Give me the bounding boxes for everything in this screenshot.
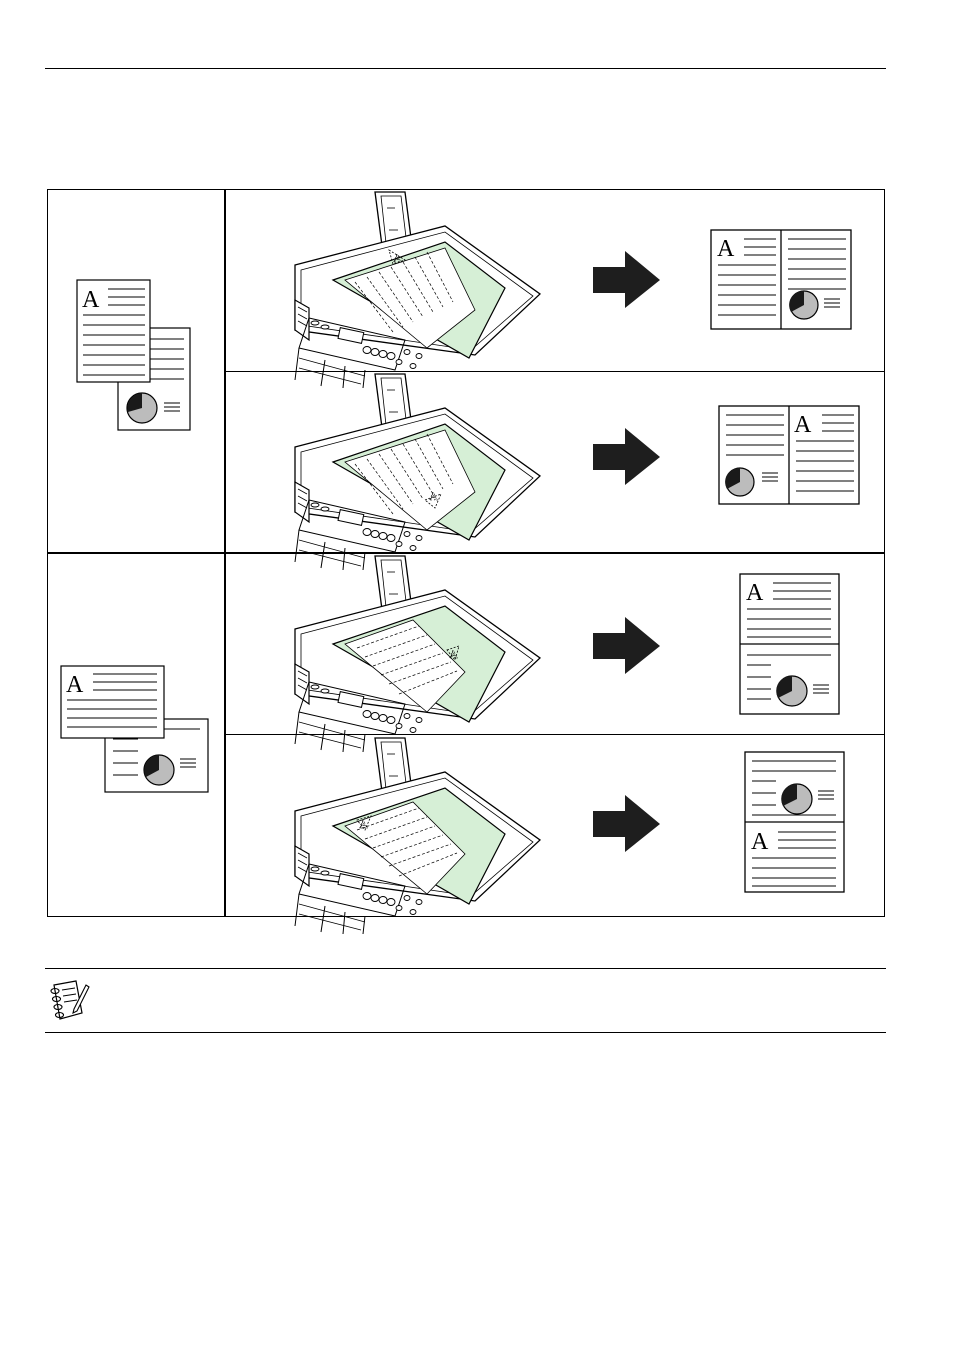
right-arrow-icon	[593, 251, 660, 308]
right-arrow-icon	[593, 795, 660, 852]
notepad-pencil-icon	[50, 980, 90, 1020]
right-arrow-icon	[593, 428, 660, 485]
scanner-illustration-1: A	[294, 191, 541, 389]
output-letter: A	[751, 829, 769, 855]
note-bottom-rule	[45, 1032, 886, 1033]
dotted-letter: A	[359, 817, 368, 831]
dotted-letter: A	[449, 647, 458, 661]
scanner-illustration-2: A	[294, 373, 541, 571]
front-page: A	[76, 279, 151, 383]
note-top-rule	[45, 968, 886, 969]
page-letter: A	[66, 672, 84, 698]
top-rule	[45, 68, 886, 69]
output-letter: A	[746, 580, 764, 606]
output-sheet-4: A	[744, 751, 845, 893]
original-portrait-pages: A	[76, 279, 191, 431]
original-landscape-pages: A	[60, 665, 209, 793]
layout-table	[47, 189, 885, 917]
row-divider-sub-1	[224, 371, 884, 373]
row-divider-sub-2	[224, 734, 884, 736]
dotted-letter: A	[429, 489, 438, 503]
output-letter: A	[794, 412, 812, 438]
front-page: A	[60, 665, 165, 739]
output-sheet-1: A	[710, 229, 852, 330]
dotted-letter: A	[393, 251, 402, 265]
right-arrow-icon	[593, 617, 660, 674]
output-sheet-2: A	[718, 405, 860, 505]
output-sheet-3: A	[739, 573, 840, 715]
scanner-illustration-3: A	[294, 555, 541, 753]
output-letter: A	[717, 236, 735, 262]
page-letter: A	[82, 287, 100, 313]
row-divider-main	[48, 552, 884, 554]
scanner-illustration-4: A	[294, 737, 541, 935]
